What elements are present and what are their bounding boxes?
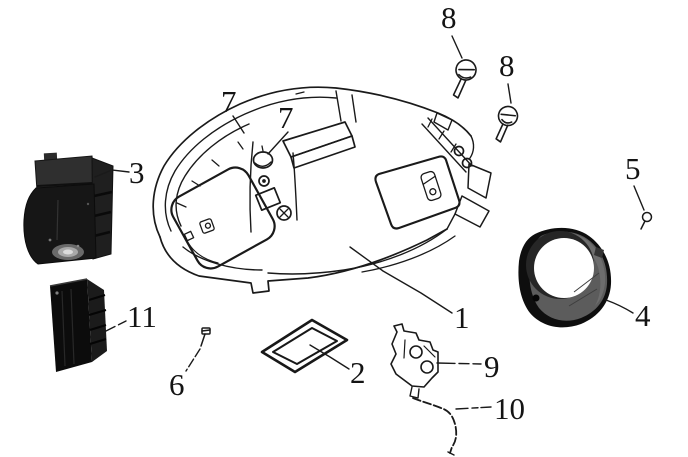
leader-7b [267,131,289,155]
cable-drawing [412,397,458,456]
leader-lines [94,35,645,410]
leader-11 [105,320,127,332]
callout-10: 10 [494,391,525,426]
meter-cover-drawing [518,227,612,328]
callout-9: 9 [484,349,500,384]
callout-11: 11 [127,299,157,334]
speedometer-unit-drawing [23,152,114,265]
leader-9 [436,362,482,365]
callout-8b: 8 [499,48,515,83]
screw-5-drawing [640,211,653,230]
lens-gasket-drawing [260,318,349,374]
instrument-housing-drawing [152,86,492,294]
relay-box-drawing [49,278,107,372]
leader-2 [309,344,350,370]
callout-4: 4 [635,298,651,333]
leader-10 [455,406,492,410]
leader-6 [185,348,201,372]
screw-6-drawing [200,327,211,347]
callout-7a: 7 [221,84,237,119]
leader-4 [605,299,634,314]
callout-2: 2 [350,355,366,390]
bracket-drawing [390,323,439,399]
leader-1 [349,246,453,314]
leader-7a [232,115,245,134]
leader-5 [633,185,645,211]
callout-8a: 8 [441,0,457,35]
screw-8a-drawing [452,59,477,99]
callout-5: 5 [625,151,641,186]
leader-3 [94,169,130,178]
callout-3: 3 [129,155,145,190]
callout-1: 1 [454,300,470,335]
callout-7b: 7 [278,100,294,135]
leader-8a [451,35,463,59]
callout-6: 6 [169,367,185,402]
screw-8b-drawing [495,105,519,143]
leader-8b [507,83,512,104]
